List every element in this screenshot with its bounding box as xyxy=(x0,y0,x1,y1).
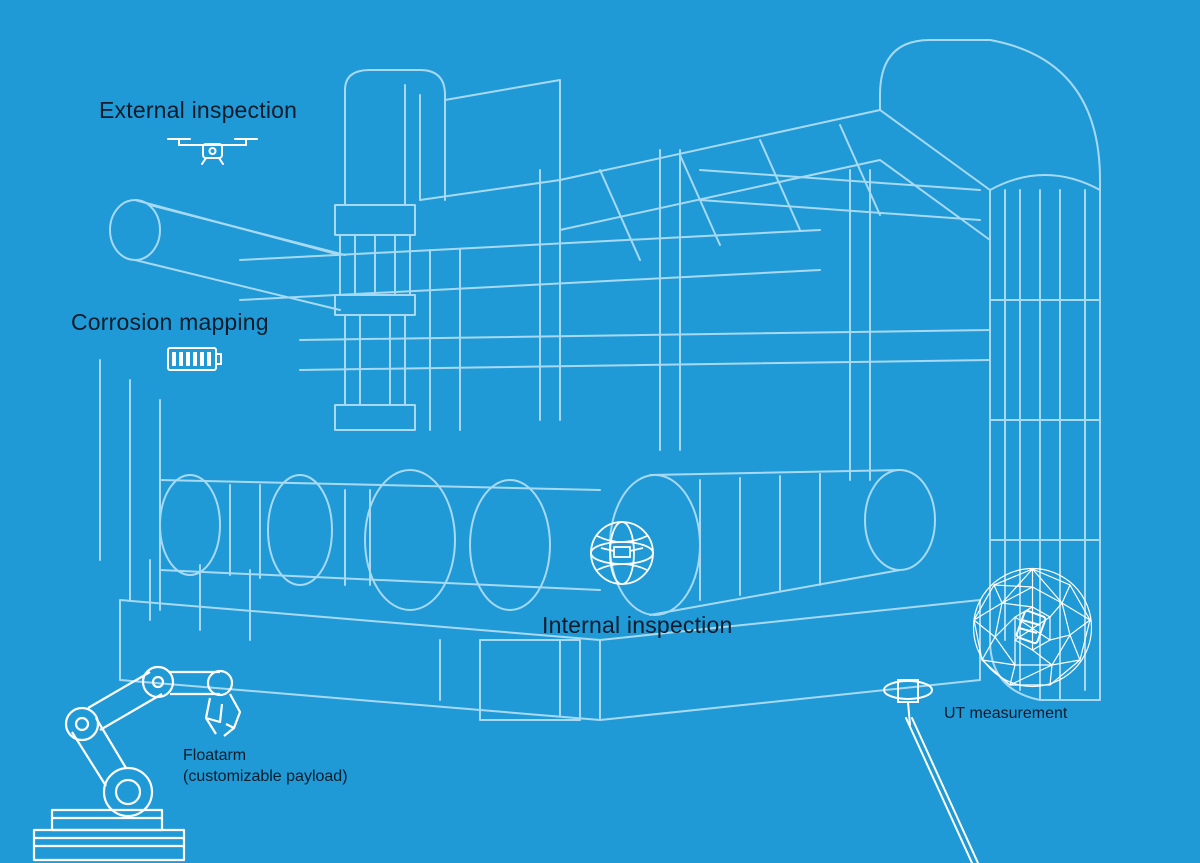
label-floatarm: Floatarm xyxy=(183,747,247,764)
ut-probe-icon xyxy=(883,679,979,863)
label-corrosion-mapping: Corrosion mapping xyxy=(71,309,269,335)
battery-icon xyxy=(167,347,222,371)
geodesic-sphere-drone-icon xyxy=(972,567,1093,688)
label-internal-inspection: Internal inspection xyxy=(542,612,733,638)
robot-arm-icon xyxy=(32,665,242,862)
caged-drone-icon xyxy=(590,521,654,585)
label-ut-measurement: UT measurement xyxy=(944,705,1068,722)
label-floatarm-payload: (customizable payload) xyxy=(183,768,348,785)
label-external-inspection: External inspection xyxy=(99,97,298,123)
drone-icon xyxy=(167,138,258,165)
